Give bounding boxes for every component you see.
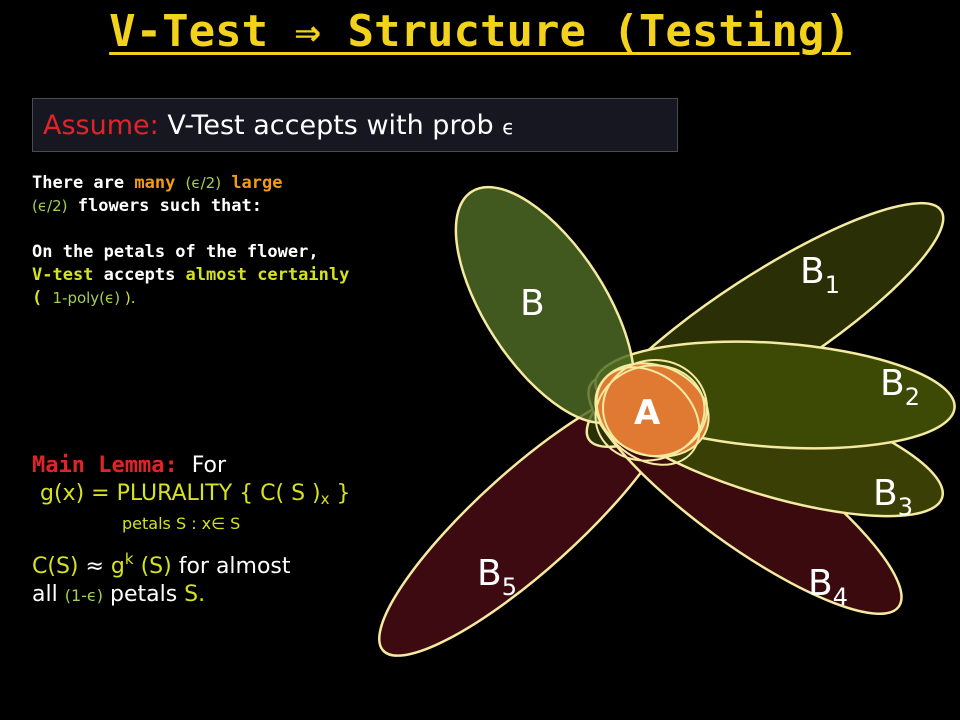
claim-almost-certainly: almost certainly (185, 265, 350, 285)
label-b: B (520, 283, 545, 324)
label-b2: B2 (880, 363, 920, 411)
claim-many: many (134, 173, 186, 193)
kernel-a (594, 359, 710, 466)
claim-line-4: V-test accepts almost certainly (32, 265, 350, 285)
claim-line-3: On the petals of the flower, (32, 242, 319, 262)
flower-claim: There are many (ϵ/2) large (ϵ/2) flowers… (32, 172, 349, 310)
label-b5: B5 (477, 553, 517, 601)
label-b3: B3 (873, 473, 913, 521)
assume-text: V-Test accepts with prob (158, 110, 503, 141)
claim-poly: 1-poly(ϵ) (52, 289, 121, 307)
lemma-petals-condition: petals S : x∈ S (122, 514, 241, 533)
lemma-g-definition: g(x) = PLURALITY { C( S )x } (40, 481, 351, 508)
lemma-heading: Main Lemma: For (32, 452, 351, 480)
assume-label: Assume: (43, 110, 159, 141)
lemma-label: Main Lemma: (32, 453, 178, 478)
claim-line-1: There are many (ϵ/2) large (32, 173, 283, 193)
claim-eps-2: (ϵ/2) (32, 197, 68, 215)
label-a: A (634, 393, 661, 433)
slide-title: V-Test ⇒ Structure (Testing) (109, 6, 851, 57)
lemma-approx-line: C(S) ≈ gk (S) for almost (32, 550, 291, 579)
lemma-for: For (177, 453, 227, 478)
label-b1: B1 (800, 251, 840, 299)
lemma-all-line: all (1-ϵ) petals S. (32, 582, 206, 607)
assume-epsilon: ϵ (502, 115, 515, 139)
claim-large: large (221, 173, 283, 193)
label-b4: B4 (808, 563, 848, 611)
assume-box: Assume: V-Test accepts with prob ϵ (32, 98, 678, 152)
main-lemma: Main Lemma: For g(x) = PLURALITY { C( S … (32, 452, 351, 610)
claim-line-5: ( 1-poly(ϵ) ). (32, 288, 136, 308)
claim-line-2: (ϵ/2) flowers such that: (32, 196, 262, 216)
claim-eps-1: (ϵ/2) (185, 174, 222, 192)
